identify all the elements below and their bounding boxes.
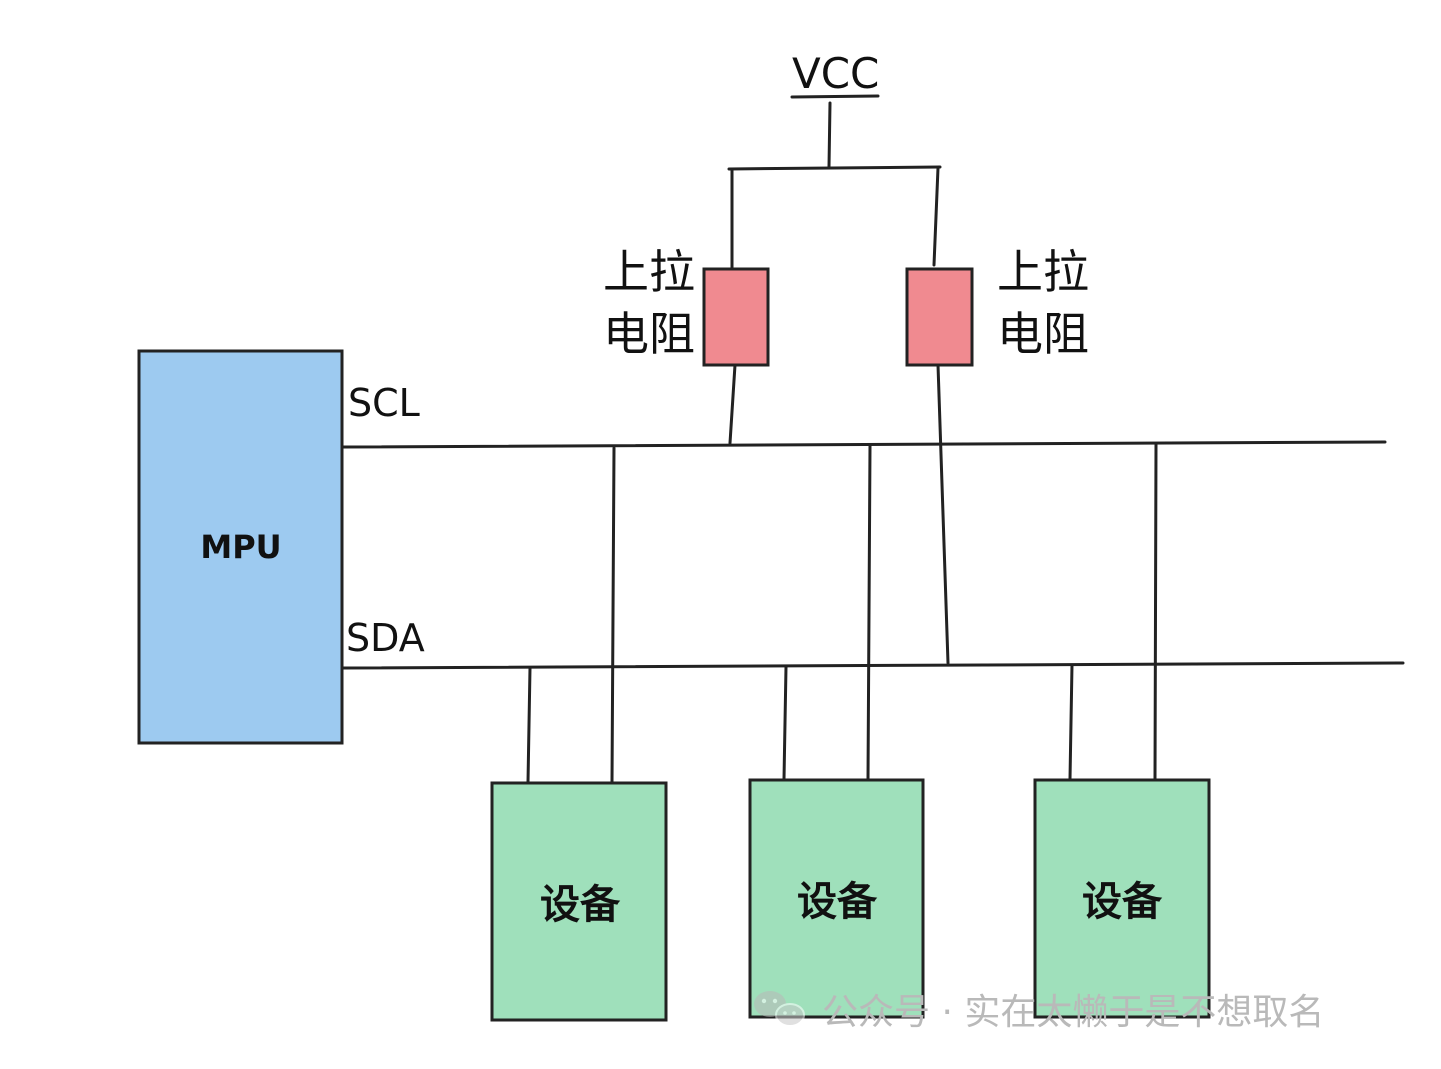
device-2-box	[748, 778, 925, 1019]
vcc-underline	[790, 94, 880, 99]
device-1-scl-wire	[610, 446, 616, 784]
device-3-sda-wire	[1068, 663, 1074, 781]
sda-label: SDA	[346, 616, 425, 660]
vcc-stem	[827, 101, 832, 169]
sda-bus-line	[341, 661, 1405, 670]
resistor-2-bottom-lead	[936, 363, 950, 665]
scl-bus-line	[341, 440, 1387, 449]
device-3-label: 设备	[1082, 879, 1163, 925]
pull-up-resistor-1	[702, 267, 770, 367]
resistor-2-top-lead	[932, 166, 940, 267]
scl-label: SCL	[348, 381, 420, 425]
device-1-sda-wire	[526, 666, 532, 784]
resistor-1-label-line1: 上拉	[603, 245, 695, 299]
resistor-2-label-line1: 上拉	[997, 245, 1089, 299]
mpu-box	[137, 349, 344, 745]
pull-up-resistor-2	[905, 267, 974, 367]
device-2-label: 设备	[797, 879, 878, 925]
device-1-label: 设备	[540, 882, 621, 928]
resistor-1-bottom-lead	[728, 363, 737, 445]
vcc-label: VCC	[792, 49, 879, 98]
watermark-text: 公众号 · 实在太懒于是不想取名	[822, 992, 1324, 1033]
device-2-scl-wire	[866, 444, 872, 781]
vcc-rail	[727, 165, 942, 171]
device-3-scl-wire	[1153, 442, 1158, 781]
device-3-box	[1033, 778, 1211, 1019]
resistor-2-label-line2: 电阻	[997, 307, 1089, 361]
mpu-label: MPU	[200, 528, 281, 566]
wechat-icon	[754, 991, 805, 1027]
device-1-box	[490, 781, 668, 1022]
device-2-sda-wire	[782, 665, 788, 781]
resistor-1-label-line2: 电阻	[603, 307, 695, 361]
